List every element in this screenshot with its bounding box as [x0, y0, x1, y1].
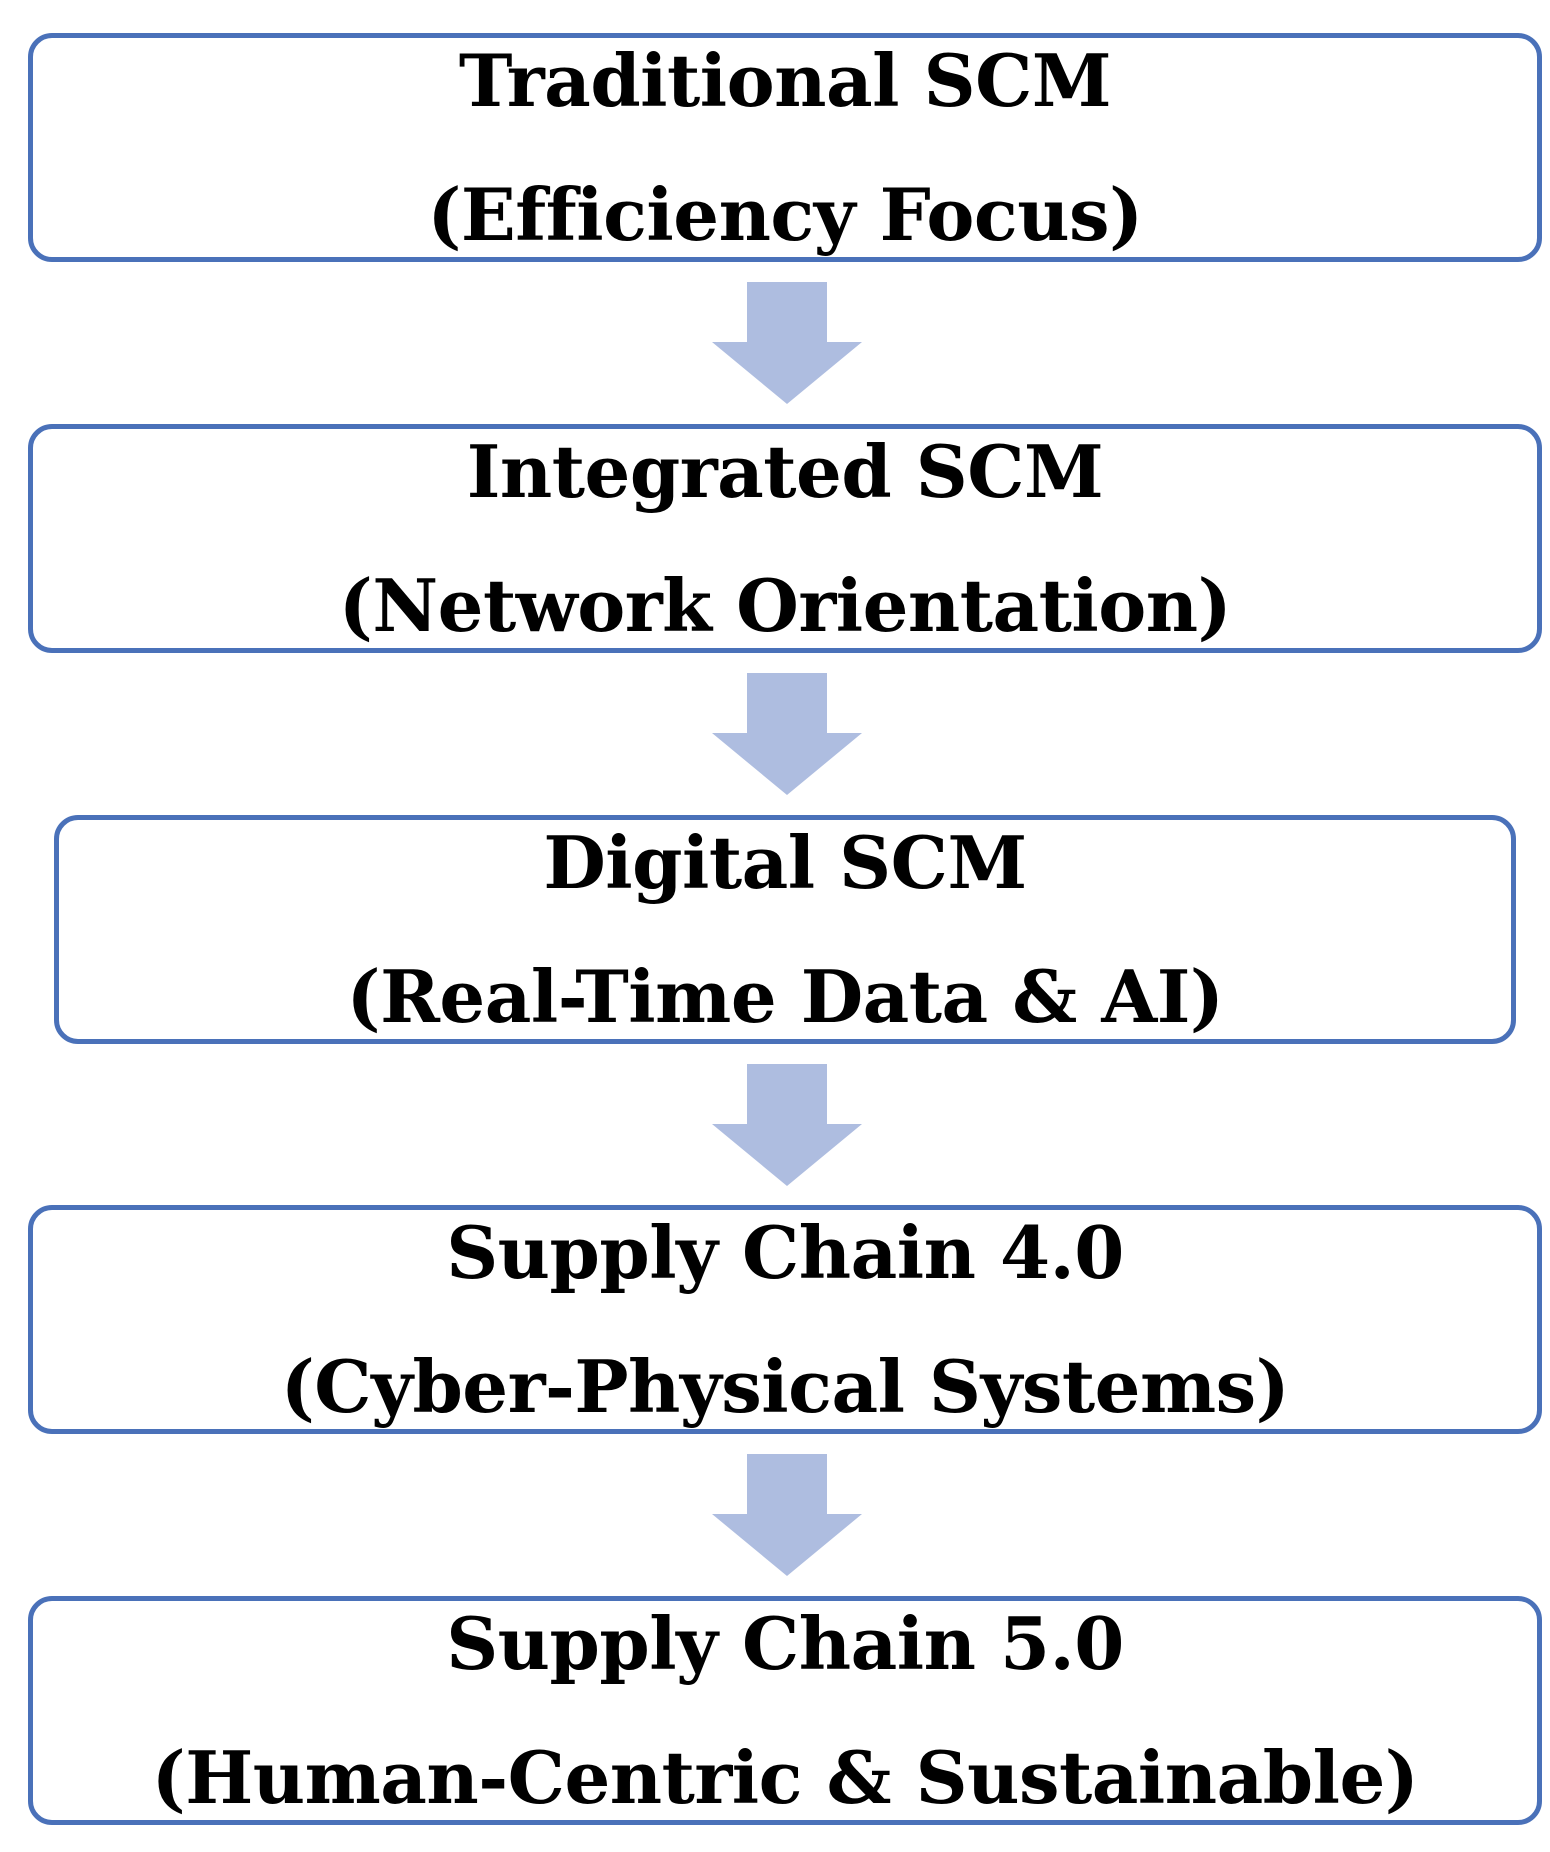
stage-title: Digital SCM	[543, 819, 1027, 905]
stage-title: Supply Chain 5.0	[446, 1600, 1124, 1686]
stage-subtitle: (Cyber-Physical Systems)	[280, 1343, 1290, 1429]
stage-title: Supply Chain 4.0	[446, 1209, 1124, 1295]
stage-subtitle: (Real-Time Data & AI)	[346, 953, 1224, 1039]
stage-box-traditional-scm: Traditional SCM (Efficiency Focus)	[28, 33, 1542, 262]
stage-title: Traditional SCM	[458, 37, 1112, 123]
stage-box-supply-chain-4: Supply Chain 4.0 (Cyber-Physical Systems…	[28, 1205, 1542, 1434]
stage-box-digital-scm: Digital SCM (Real-Time Data & AI)	[54, 815, 1516, 1044]
down-arrow-icon	[712, 673, 862, 795]
down-arrow-icon	[712, 1454, 862, 1576]
stage-subtitle: (Network Orientation)	[338, 562, 1232, 648]
stage-subtitle: (Human-Centric & Sustainable)	[151, 1734, 1419, 1820]
stage-subtitle: (Efficiency Focus)	[427, 171, 1143, 257]
down-arrow-icon	[712, 282, 862, 404]
stage-box-integrated-scm: Integrated SCM (Network Orientation)	[28, 424, 1542, 653]
down-arrow-icon	[712, 1064, 862, 1186]
stage-title: Integrated SCM	[466, 428, 1104, 514]
stage-box-supply-chain-5: Supply Chain 5.0 (Human-Centric & Sustai…	[28, 1596, 1542, 1825]
